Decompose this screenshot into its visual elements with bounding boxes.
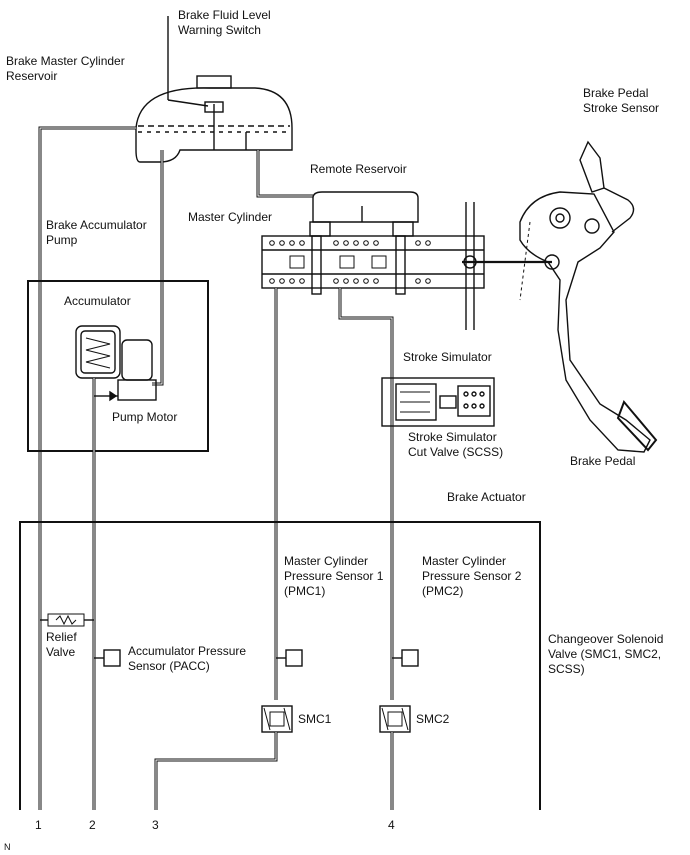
label-line: Pressure Sensor 2 xyxy=(422,569,522,583)
reservoir-to-pump-line xyxy=(152,150,164,386)
reservoir-to-remote-line xyxy=(256,150,313,198)
brake-fluid-level-warning-switch-label: Brake Fluid Level Warning Switch xyxy=(178,8,271,38)
port-3-label: 3 xyxy=(152,818,159,832)
master-cylinder-pressure-sensor-1-label: Master Cylinder Pressure Sensor 1 (PMC1) xyxy=(284,554,383,599)
label-line: Warning Switch xyxy=(178,23,261,37)
accumulator-pressure-sensor xyxy=(94,649,121,667)
port-4-label: 4 xyxy=(388,818,395,832)
master-cylinder-pressure-sensor-2-label: Master Cylinder Pressure Sensor 2 (PMC2) xyxy=(422,554,521,599)
brake-master-cylinder-reservoir-label: Brake Master Cylinder Reservoir xyxy=(6,54,125,84)
label-line: Changeover Solenoid xyxy=(548,632,664,646)
brake-accumulator-pump-label: Brake Accumulator Pump xyxy=(46,218,147,248)
label-line: SCSS) xyxy=(548,662,585,676)
master-cylinder-line-2 xyxy=(338,288,394,700)
brake-accumulator-pump xyxy=(27,280,209,452)
label-line: Accumulator Pressure xyxy=(128,644,247,658)
pump-motor xyxy=(106,339,157,402)
smc2-valve xyxy=(379,705,411,733)
corner-mark: N xyxy=(4,842,11,852)
stroke-simulator xyxy=(381,377,495,427)
label-line: Master Cylinder xyxy=(422,554,507,568)
brake-fluid-level-warning-switch xyxy=(167,16,224,113)
label-line: Stroke Sensor xyxy=(583,101,660,115)
port-1-label: 1 xyxy=(35,818,42,832)
output-line-3 xyxy=(154,732,278,810)
remote-reservoir-label: Remote Reservoir xyxy=(310,162,407,176)
label-line: Pump xyxy=(46,233,78,247)
smc1-valve xyxy=(261,705,293,733)
port-2-label: 2 xyxy=(89,818,96,832)
label-line: Brake Pedal xyxy=(583,86,649,100)
master-cylinder-pressure-sensor-2 xyxy=(392,649,419,667)
label-line: Cut Valve (SCSS) xyxy=(408,445,504,459)
label-line: Reservoir xyxy=(6,69,58,83)
brake-pedal xyxy=(519,140,658,453)
stroke-simulator-label: Stroke Simulator xyxy=(403,350,492,364)
relief-valve xyxy=(40,613,94,627)
brake-actuator-label: Brake Actuator xyxy=(447,490,526,504)
label-line: Relief xyxy=(46,630,77,644)
master-cylinder-reservoir xyxy=(135,75,293,163)
smc2-label: SMC2 xyxy=(416,712,450,726)
label-line: Sensor (PACC) xyxy=(128,659,210,673)
label-line: Stroke Simulator xyxy=(408,430,497,444)
master-cylinder-label: Master Cylinder xyxy=(188,210,273,224)
label-line: Master Cylinder xyxy=(284,554,369,568)
stroke-simulator-cut-valve-label: Stroke Simulator Cut Valve (SCSS) xyxy=(408,430,503,460)
remote-reservoir xyxy=(309,191,419,237)
brake-pedal-stroke-sensor-label: Brake Pedal Stroke Sensor xyxy=(583,86,659,116)
label-line: Pressure Sensor 1 xyxy=(284,569,384,583)
label-line: Brake Accumulator xyxy=(46,218,147,232)
master-cylinder xyxy=(261,202,560,330)
brake-actuator-housing xyxy=(19,521,541,810)
label-line: (PMC1) xyxy=(284,584,326,598)
brake-pedal-label: Brake Pedal xyxy=(570,454,636,468)
changeover-solenoid-valve-label: Changeover Solenoid Valve (SMC1, SMC2, S… xyxy=(548,632,663,677)
master-cylinder-pressure-sensor-1 xyxy=(276,649,303,667)
accumulator-label: Accumulator xyxy=(64,294,131,308)
label-line: Valve (SMC1, SMC2, xyxy=(548,647,662,661)
accumulator-pressure-sensor-label: Accumulator Pressure Sensor (PACC) xyxy=(128,644,246,674)
accumulator xyxy=(75,325,121,379)
label-line: Brake Master Cylinder xyxy=(6,54,125,68)
label-line: (PMC2) xyxy=(422,584,464,598)
pump-motor-label: Pump Motor xyxy=(112,410,178,424)
smc1-label: SMC1 xyxy=(298,712,332,726)
label-line: Brake Fluid Level xyxy=(178,8,271,22)
label-line: Valve xyxy=(46,645,76,659)
relief-valve-label: Relief Valve xyxy=(46,630,77,660)
